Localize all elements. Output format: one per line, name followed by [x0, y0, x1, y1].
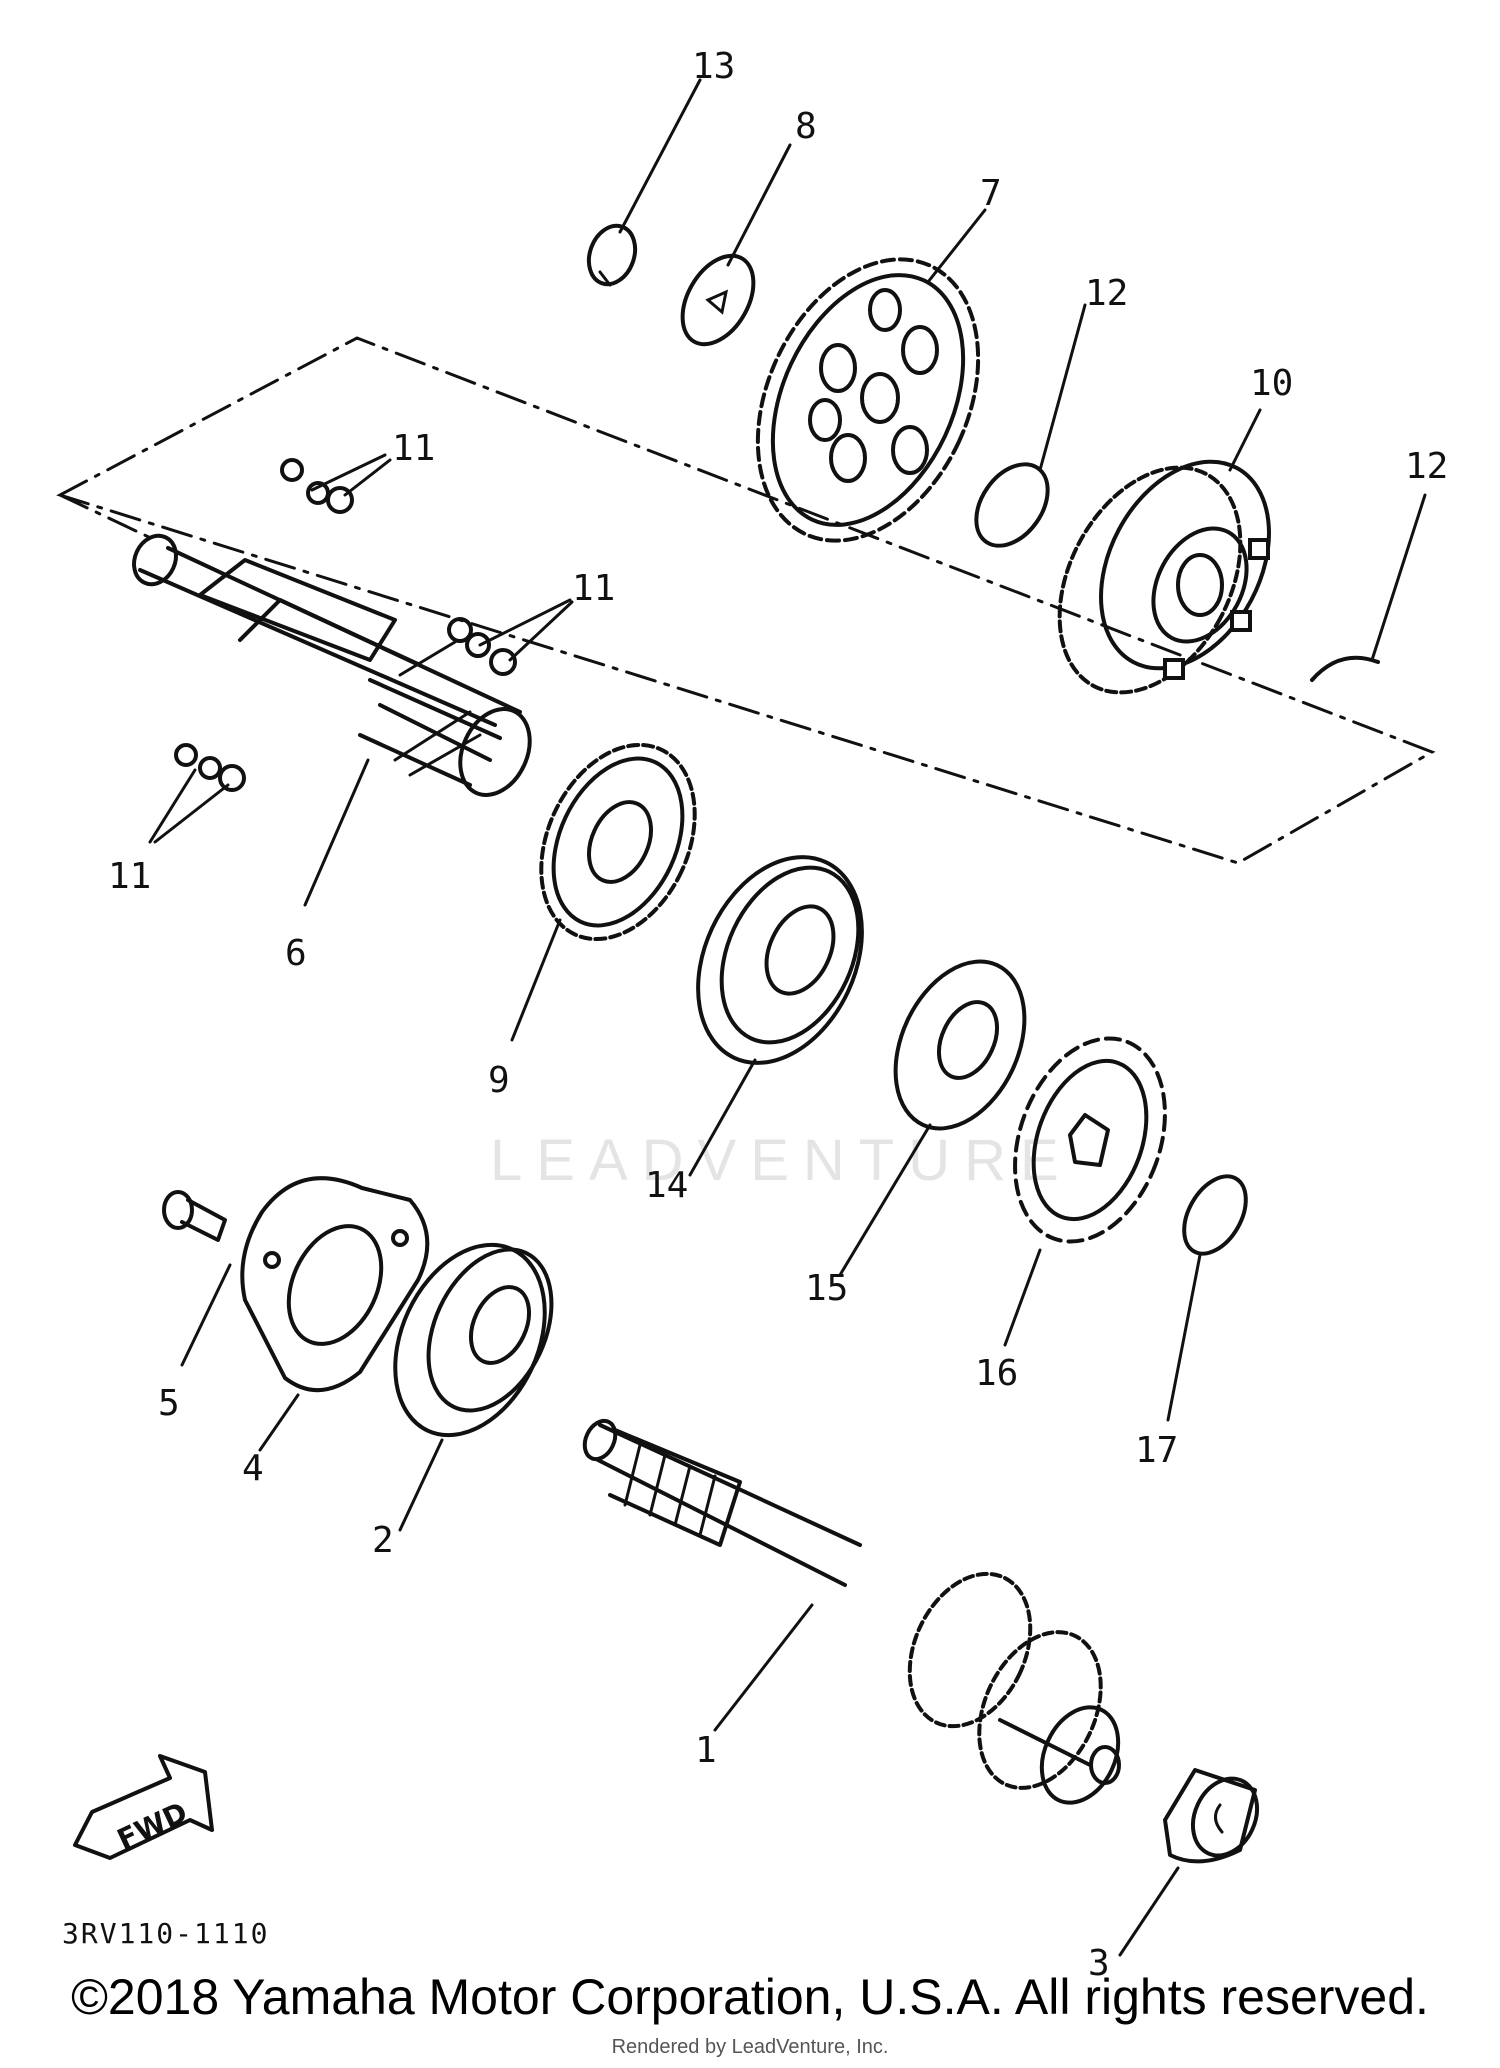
bearing-14 — [696, 855, 864, 1065]
leader-11a — [310, 453, 392, 497]
leader-14 — [688, 1058, 757, 1177]
callout-14: 14 — [645, 1165, 688, 1206]
circlip-12a — [974, 462, 1050, 548]
fwd-arrow-icon: FWD — [73, 1754, 214, 1860]
callout-16: 16 — [975, 1353, 1018, 1394]
gear-7 — [755, 257, 981, 543]
bushing-3 — [1163, 1768, 1260, 1864]
leader-9 — [510, 918, 562, 1042]
callout-8: 8 — [795, 106, 817, 147]
ball-group-11c — [174, 743, 246, 792]
leader-10 — [1228, 408, 1262, 472]
rendered-by-credit: Rendered by LeadVenture, Inc. — [611, 2036, 889, 2058]
leader-13 — [618, 78, 702, 234]
callout-6: 6 — [285, 933, 307, 974]
callout-4: 4 — [242, 1448, 264, 1489]
oil-seal-15 — [893, 959, 1027, 1131]
main-axle-1 — [582, 1418, 1121, 1805]
ball-group-11a — [280, 458, 354, 514]
leader-3 — [1118, 1866, 1180, 1957]
leader-7 — [926, 208, 987, 284]
leader-8 — [726, 143, 792, 267]
bolt-5 — [162, 1190, 227, 1242]
leader-1 — [713, 1603, 814, 1732]
leader-12b — [1370, 493, 1427, 662]
callout-5: 5 — [158, 1383, 180, 1424]
leader-6 — [303, 758, 370, 907]
watermark-text: LEADVENTURE — [490, 1128, 1073, 1193]
leader-15 — [838, 1123, 932, 1277]
fwd-label: FWD — [112, 1795, 192, 1856]
leader-12a — [1038, 303, 1087, 472]
callout-13: 13 — [692, 46, 735, 87]
leader-16 — [1003, 1248, 1042, 1347]
retainer-plate-4 — [240, 1176, 430, 1393]
callout-2: 2 — [372, 1520, 394, 1561]
callout-11a: 11 — [392, 428, 435, 469]
circlip-12b — [1310, 655, 1380, 682]
callout-10: 10 — [1250, 363, 1293, 404]
gear-9 — [539, 742, 697, 942]
shaft-6 — [132, 533, 532, 797]
callout-1: 1 — [695, 1730, 717, 1771]
callout-3: 3 — [1088, 1943, 1110, 1984]
subassembly-frame — [56, 336, 1436, 865]
callout-11b: 11 — [572, 568, 615, 609]
bearing-2 — [393, 1242, 554, 1438]
leader-11c — [148, 768, 230, 844]
leader-4 — [258, 1393, 300, 1452]
ball-group-11b — [447, 617, 517, 676]
copyright-notice: ©2018 Yamaha Motor Corporation, U.S.A. A… — [71, 1969, 1429, 2025]
callout-15: 15 — [805, 1268, 848, 1309]
callout-7: 7 — [980, 173, 1002, 214]
callout-17: 17 — [1135, 1430, 1178, 1471]
callout-12a: 12 — [1085, 273, 1128, 314]
leader-11b — [398, 598, 574, 677]
leader-17 — [1166, 1253, 1202, 1422]
drawing-code: 3RV110-1110 — [62, 1917, 269, 1950]
sprocket-16 — [1013, 1036, 1167, 1244]
leader-2 — [398, 1438, 444, 1532]
circlip-13 — [586, 223, 638, 287]
callout-9: 9 — [488, 1060, 510, 1101]
leader-5 — [180, 1263, 232, 1367]
callout-12b: 12 — [1405, 446, 1448, 487]
washer-8 — [680, 253, 756, 347]
washer-17 — [1182, 1174, 1248, 1256]
gear-10 — [1057, 459, 1271, 695]
callout-11c: 11 — [108, 856, 151, 897]
